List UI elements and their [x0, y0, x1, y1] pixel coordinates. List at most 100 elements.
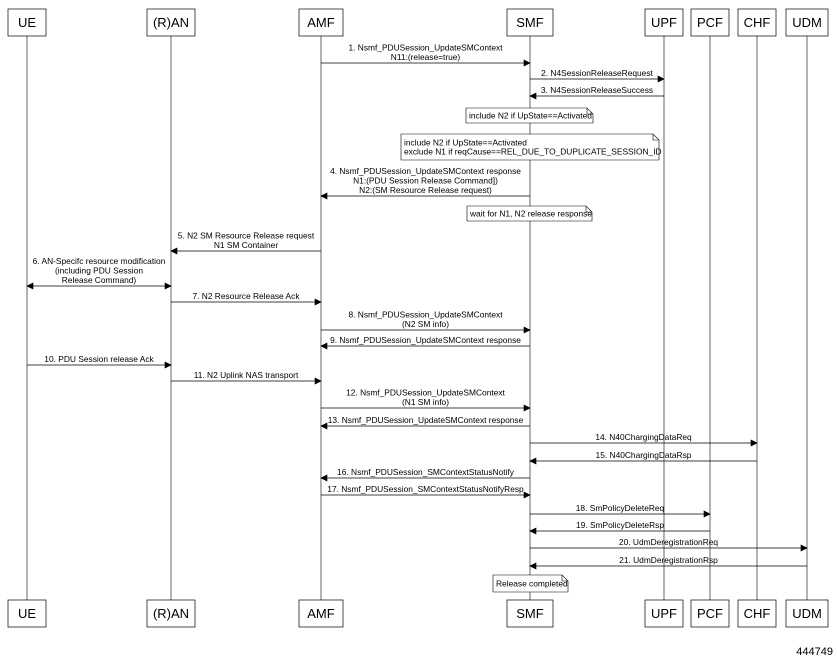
message-label: 20. UdmDeregistrationReq — [619, 537, 718, 547]
message-label: 7. N2 Resource Release Ack — [192, 291, 300, 301]
participant-box-pcf-top: PCF — [690, 8, 730, 37]
participant-box-ran-top: (R)AN — [146, 8, 196, 37]
note-fold — [652, 134, 659, 141]
message-label: 16. Nsmf_PDUSession_SMContextStatusNotif… — [337, 467, 515, 477]
participant-label: PCF — [697, 15, 723, 30]
participant-rect — [298, 8, 344, 37]
message-12: 12. Nsmf_PDUSession_UpdateSMContext(N1 S… — [321, 388, 531, 412]
participant-label: CHF — [744, 15, 771, 30]
participant-label: PCF — [697, 606, 723, 621]
message-label: 8. Nsmf_PDUSession_UpdateSMContext — [348, 310, 503, 320]
message-11: 11. N2 Uplink NAS transport — [171, 370, 322, 385]
message-label: (N1 SM info) — [402, 397, 449, 407]
message-2: 2. N4SessionReleaseRequest — [530, 68, 665, 83]
note-text: include N2 if UpState==Activated — [469, 111, 592, 121]
participant-label: UPF — [651, 15, 677, 30]
participant-box-amf-bottom: AMF — [298, 599, 344, 628]
message-label: N1:(PDU Session Release Command]) — [353, 176, 498, 186]
note-text: wait for N1, N2 release response — [469, 209, 592, 219]
participant-label: UDM — [792, 15, 822, 30]
message-13: 13. Nsmf_PDUSession_UpdateSMContext resp… — [320, 415, 530, 430]
note-text: exclude N1 if reqCause==REL_DUE_TO_DUPLI… — [404, 147, 662, 157]
lifelines — [26, 36, 808, 600]
participant-rect — [146, 8, 196, 37]
participant-rect — [690, 599, 730, 628]
note-fold — [585, 206, 592, 213]
message-label: (including PDU Session — [55, 266, 143, 276]
note-box — [465, 107, 594, 124]
participant-label: SMF — [516, 15, 544, 30]
note-fold — [586, 108, 593, 115]
message-18: 18. SmPolicyDeleteReq — [530, 503, 711, 518]
note-4: Release completed — [492, 574, 569, 593]
message-label: 6. AN-Specifc resource modification — [33, 256, 166, 266]
figure-id: 444749 — [796, 646, 833, 658]
message-1: 1. Nsmf_PDUSession_UpdateSMContextN11:(r… — [321, 43, 531, 67]
participant-box-udm-bottom: UDM — [785, 599, 829, 628]
message-label: 12. Nsmf_PDUSession_UpdateSMContext — [346, 388, 505, 398]
participant-rect — [506, 599, 554, 628]
participant-box-ue-top: UE — [7, 8, 47, 37]
participant-box-ran-bottom: (R)AN — [146, 599, 196, 628]
participant-box-udm-top: UDM — [785, 8, 829, 37]
note-box — [492, 574, 569, 593]
message-label: N1 SM Container — [214, 240, 278, 250]
participant-label: (R)AN — [153, 15, 189, 30]
participant-footer-row: UE (R)AN AMF SMF UPF PCF CHF UDM — [7, 599, 829, 628]
message-label: 17. Nsmf_PDUSession_SMContextStatusNotif… — [327, 484, 524, 494]
message-label: 5. N2 SM Resource Release request — [178, 231, 315, 241]
participant-label: UE — [18, 606, 36, 621]
message-label: 4. Nsmf_PDUSession_UpdateSMContext respo… — [330, 166, 521, 176]
message-label: 21. UdmDeregistrationRsp — [619, 555, 718, 565]
message-label: Release Command) — [62, 275, 137, 285]
message-label: 18. SmPolicyDeleteReq — [576, 503, 665, 513]
participant-rect — [737, 8, 777, 37]
note-1: include N2 if UpState==Activated — [465, 107, 594, 124]
participant-rect — [146, 599, 196, 628]
participant-rect — [644, 599, 684, 628]
participant-box-chf-top: CHF — [737, 8, 777, 37]
participant-rect — [506, 8, 554, 37]
participant-label: AMF — [307, 606, 335, 621]
message-9: 9. Nsmf_PDUSession_UpdateSMContext respo… — [320, 335, 530, 350]
participant-label: UE — [18, 15, 36, 30]
participant-rect — [7, 599, 47, 628]
note-text: Release completed — [496, 579, 568, 589]
note-box — [400, 133, 660, 161]
message-label: 19. SmPolicyDeleteRsp — [576, 520, 664, 530]
message-label: 9. Nsmf_PDUSession_UpdateSMContext respo… — [330, 335, 521, 345]
message-label: 1. Nsmf_PDUSession_UpdateSMContext — [348, 43, 503, 53]
message-21: 21. UdmDeregistrationRsp — [529, 555, 807, 570]
participant-rect — [737, 599, 777, 628]
participant-label: SMF — [516, 606, 544, 621]
note-fold — [561, 575, 568, 582]
message-label: 3. N4SessionReleaseSuccess — [541, 85, 653, 95]
message-label: 14. N40ChargingDataReq — [595, 432, 692, 442]
participant-label: CHF — [744, 606, 771, 621]
participant-box-ue-bottom: UE — [7, 599, 47, 628]
message-label: (N2 SM info) — [402, 319, 449, 329]
message-label: 2. N4SessionReleaseRequest — [541, 68, 653, 78]
messages: 1. Nsmf_PDUSession_UpdateSMContextN11:(r… — [26, 43, 808, 570]
participant-box-upf-top: UPF — [644, 8, 684, 37]
message-17: 17. Nsmf_PDUSession_SMContextStatusNotif… — [321, 484, 531, 499]
participant-rect — [785, 8, 829, 37]
message-label: 10. PDU Session release Ack — [44, 354, 154, 364]
message-7: 7. N2 Resource Release Ack — [171, 291, 322, 306]
message-label: 11. N2 Uplink NAS transport — [194, 370, 299, 380]
participant-box-smf-top: SMF — [506, 8, 554, 37]
notes: include N2 if UpState==Activated include … — [400, 107, 662, 593]
note-text: include N2 if UpState==Activated — [404, 137, 527, 147]
message-16: 16. Nsmf_PDUSession_SMContextStatusNotif… — [320, 467, 530, 482]
message-label: 15. N40ChargingDataRsp — [596, 450, 692, 460]
message-3: 3. N4SessionReleaseSuccess — [529, 85, 664, 100]
note-3: wait for N1, N2 release response — [466, 205, 592, 222]
participant-rect — [298, 599, 344, 628]
participant-box-upf-bottom: UPF — [644, 599, 684, 628]
message-label: N11:(release=true) — [391, 52, 461, 62]
message-4: 4. Nsmf_PDUSession_UpdateSMContext respo… — [320, 166, 530, 200]
message-20: 20. UdmDeregistrationReq — [530, 537, 808, 552]
